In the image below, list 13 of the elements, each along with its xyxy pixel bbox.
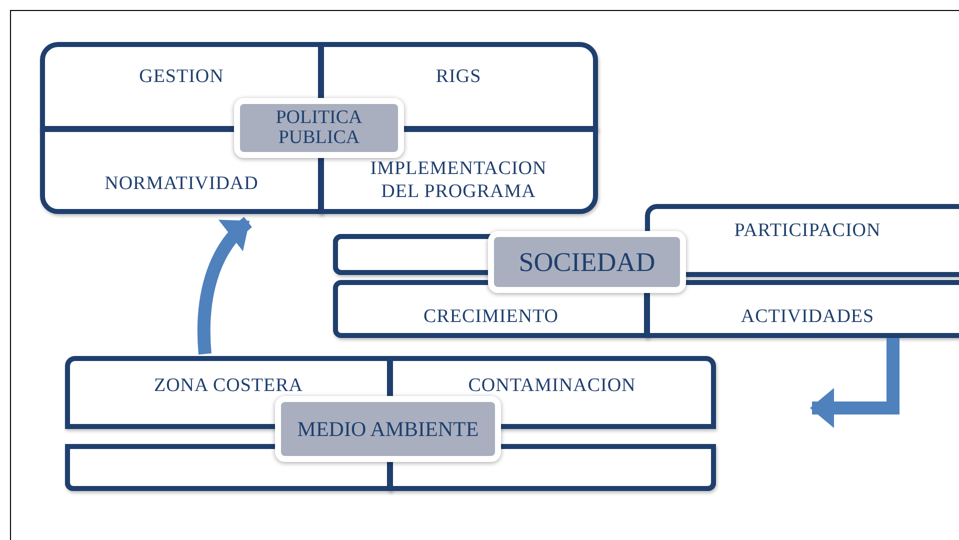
center-label: POLITICA PUBLICA	[234, 98, 404, 158]
cell-label: ACTIVIDADES	[740, 305, 874, 328]
center-label: MEDIO AMBIENTE	[275, 396, 501, 462]
cell-label: GESTION	[139, 65, 224, 88]
curved-arrow	[197, 217, 252, 354]
cell-label: CONTAMINACION	[468, 374, 636, 397]
curved-arrow	[810, 338, 900, 428]
center-label: SOCIEDAD	[488, 231, 686, 293]
cell-label: ZONA COSTERA	[154, 374, 304, 397]
cell-label: RIGS	[436, 65, 482, 88]
cell-label: CRECIMIENTO	[424, 305, 558, 328]
cell-label: PARTICIPACION	[734, 219, 881, 242]
cell-label: NORMATIVIDAD	[104, 172, 258, 195]
